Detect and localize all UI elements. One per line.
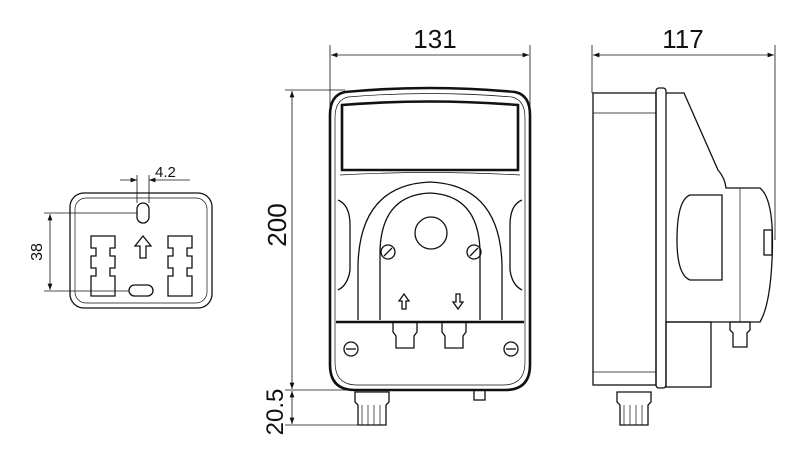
side-housing-back	[592, 92, 657, 386]
pump-front-view: 131 200 20.5	[262, 24, 532, 436]
bracket-left-slot	[90, 235, 116, 297]
bracket-bottom-slot	[128, 284, 154, 297]
wall-bracket-view: 4.2 38	[29, 164, 213, 309]
bracket-top-slot	[136, 202, 150, 224]
side-cable-gland	[616, 391, 652, 426]
dim-hole-width: 4.2	[155, 164, 176, 181]
bracket-plate	[69, 192, 213, 309]
rotor-hub	[414, 216, 448, 250]
screw-icon	[503, 341, 519, 357]
discharge-fitting	[441, 321, 467, 349]
cable-gland	[354, 391, 390, 426]
pump-side-view: 117	[591, 24, 776, 426]
dim-hole-spacing: 38	[29, 243, 46, 261]
dim-front-width: 131	[413, 24, 456, 54]
suction-fitting	[392, 321, 418, 349]
screw-icon	[466, 244, 482, 260]
up-arrow-icon	[133, 234, 153, 259]
side-fitting	[729, 321, 751, 348]
bracket-right-slot	[167, 235, 193, 297]
screw-icon	[380, 244, 396, 260]
side-housing-seam	[655, 87, 667, 389]
pump-head-outer	[357, 181, 503, 320]
dim-height: 200	[262, 203, 292, 246]
dim-bottom-offset: 20.5	[262, 389, 289, 436]
suction-arrow-icon	[397, 292, 411, 310]
dim-side-depth: 117	[662, 24, 703, 54]
screw-icon	[343, 341, 359, 357]
side-pump-head	[676, 194, 723, 281]
side-housing-front	[666, 92, 774, 323]
ground-tab	[473, 389, 486, 401]
display-window	[340, 100, 520, 172]
discharge-arrow-icon	[451, 293, 465, 311]
front-housing	[328, 86, 532, 392]
pump-head-cover	[379, 192, 481, 320]
side-base-block	[665, 321, 712, 388]
